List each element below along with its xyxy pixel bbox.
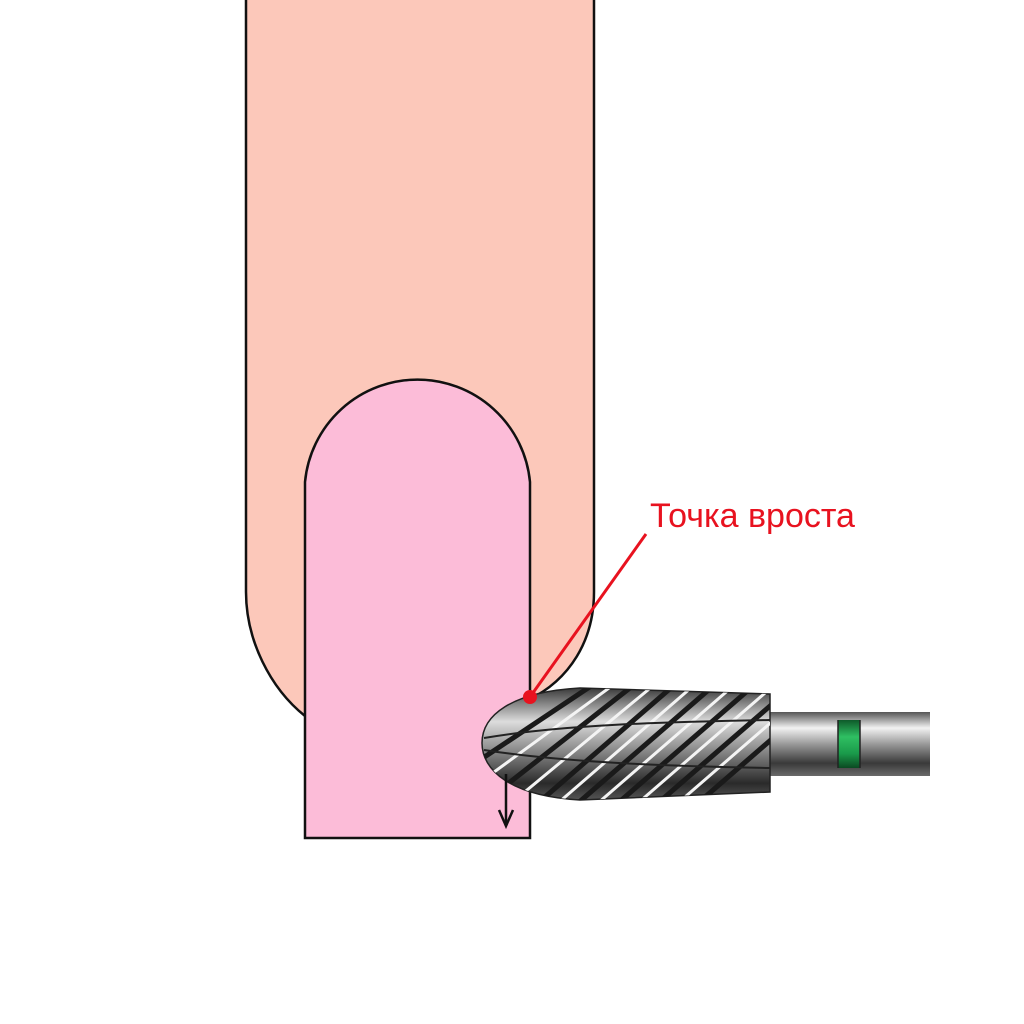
callout-leader-line xyxy=(528,533,648,698)
arrow-down-icon xyxy=(497,774,515,830)
nail-plate xyxy=(303,378,532,840)
callout-label: Точка вроста xyxy=(650,497,855,535)
callout-point-marker xyxy=(523,690,537,704)
bur-shank xyxy=(767,712,930,776)
